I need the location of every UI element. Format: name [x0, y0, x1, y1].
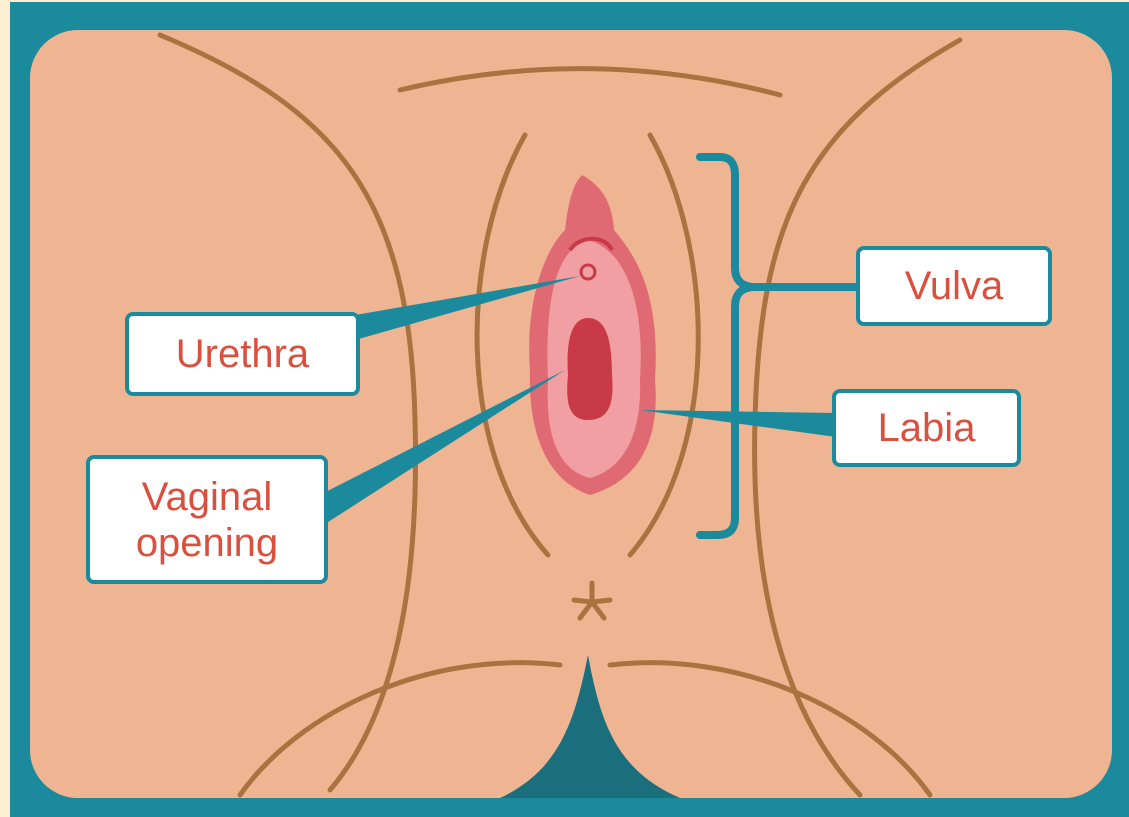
vaginal-opening-label: Vaginal opening: [86, 455, 328, 584]
vaginal-opening-shape: [567, 318, 612, 420]
vulva-label: Vulva: [856, 246, 1052, 326]
urethra-label: Urethra: [125, 312, 360, 396]
labia-label: Labia: [832, 389, 1021, 467]
